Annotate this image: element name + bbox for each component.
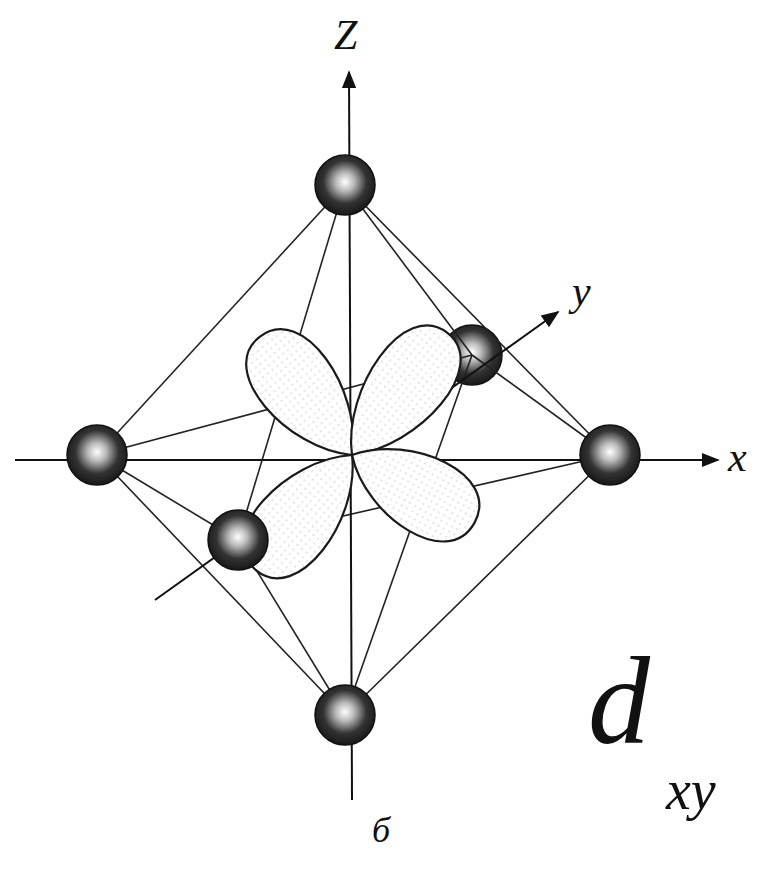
ligand-sphere <box>315 685 375 745</box>
coordinate-axis <box>155 312 558 600</box>
axis-label: x <box>728 436 747 478</box>
orbital-symbol: d <box>588 640 650 764</box>
ligand-sphere <box>67 425 127 485</box>
ligand-sphere <box>315 155 375 215</box>
orbital-subscript: xy <box>666 762 716 818</box>
axis-label: Z <box>334 14 357 56</box>
ligand-sphere <box>208 510 268 570</box>
axis-label: y <box>572 270 591 312</box>
ligand-sphere <box>580 425 640 485</box>
figure-letter: б <box>372 812 390 848</box>
orbital-lobe <box>333 421 493 557</box>
